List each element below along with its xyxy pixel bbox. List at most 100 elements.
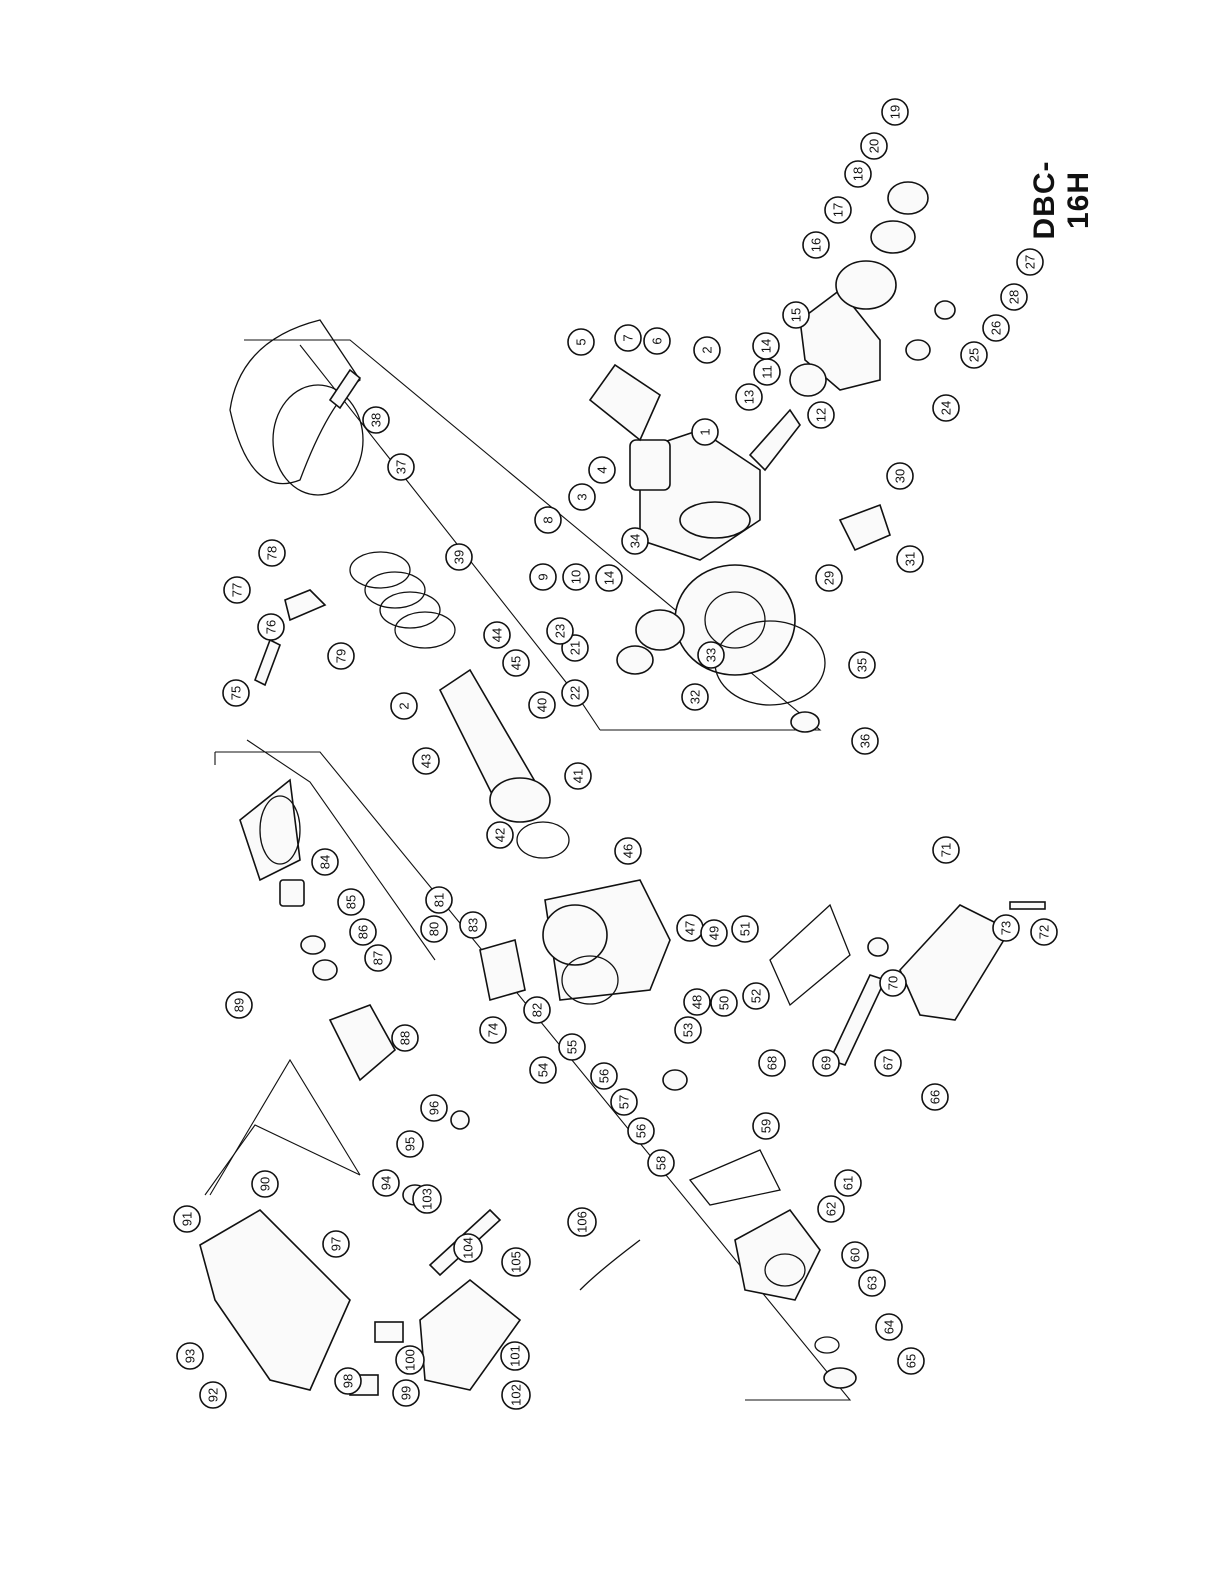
callout-76: 76 xyxy=(257,613,285,641)
callout-number: 67 xyxy=(881,1056,896,1070)
callout-68: 68 xyxy=(758,1049,786,1077)
callout-number: 47 xyxy=(683,921,698,935)
callout-1: 1 xyxy=(691,418,719,446)
callout-54: 54 xyxy=(529,1056,557,1084)
callout-2: 2 xyxy=(390,692,418,720)
callout-number: 65 xyxy=(904,1354,919,1368)
callout-71: 71 xyxy=(932,836,960,864)
callout-number: 37 xyxy=(394,460,409,474)
callout-number: 8 xyxy=(541,516,556,523)
part-86-bearing xyxy=(312,959,338,981)
part-36-ring xyxy=(790,711,820,733)
callout-80: 80 xyxy=(420,915,448,943)
callout-105: 105 xyxy=(501,1247,531,1277)
callout-41: 41 xyxy=(564,762,592,790)
callout-number: 43 xyxy=(419,754,434,768)
callout-number: 74 xyxy=(486,1023,501,1037)
part-25-bushing xyxy=(934,300,956,320)
callout-92: 92 xyxy=(199,1381,227,1409)
part-18-plate xyxy=(887,181,929,215)
part-armature xyxy=(239,778,305,907)
callout-22: 22 xyxy=(561,679,589,707)
callout-82: 82 xyxy=(523,996,551,1024)
callout-67: 67 xyxy=(874,1049,902,1077)
callout-number: 62 xyxy=(824,1202,839,1216)
callout-number: 24 xyxy=(939,401,954,415)
callout-49: 49 xyxy=(700,919,728,947)
callout-74: 74 xyxy=(479,1016,507,1044)
callout-number: 45 xyxy=(509,656,524,670)
callout-69: 69 xyxy=(812,1049,840,1077)
callout-number: 59 xyxy=(759,1119,774,1133)
callout-93: 93 xyxy=(176,1342,204,1370)
callout-18: 18 xyxy=(844,160,872,188)
callout-number: 56 xyxy=(634,1124,649,1138)
callout-87: 87 xyxy=(364,944,392,972)
part-88-field xyxy=(328,1004,397,1082)
callout-number: 41 xyxy=(571,769,586,783)
callout-number: 100 xyxy=(403,1349,418,1371)
callout-47: 47 xyxy=(676,914,704,942)
callout-14: 14 xyxy=(752,332,780,360)
callout-number: 72 xyxy=(1037,925,1052,939)
callout-number: 15 xyxy=(789,308,804,322)
callout-number: 46 xyxy=(621,844,636,858)
part-68-gasket xyxy=(769,903,851,1007)
callout-number: 50 xyxy=(717,996,732,1010)
callout-number: 66 xyxy=(928,1090,943,1104)
callout-number: 56 xyxy=(597,1069,612,1083)
part-14-bearing-lower xyxy=(635,609,685,651)
frame-gear-section xyxy=(244,339,822,731)
callout-number: 89 xyxy=(232,998,247,1012)
callout-number: 58 xyxy=(654,1156,669,1170)
callout-number: 73 xyxy=(999,921,1014,935)
callout-number: 28 xyxy=(1007,290,1022,304)
callout-25: 25 xyxy=(960,341,988,369)
callout-number: 31 xyxy=(903,552,918,566)
callout-30: 30 xyxy=(886,462,914,490)
frame-motor-section xyxy=(215,751,852,1401)
callout-number: 104 xyxy=(461,1237,476,1259)
callout-number: 29 xyxy=(822,571,837,585)
callout-61: 61 xyxy=(834,1169,862,1197)
callout-31: 31 xyxy=(896,545,924,573)
callout-52: 52 xyxy=(742,982,770,1010)
callout-75: 75 xyxy=(222,679,250,707)
part-tube-end xyxy=(489,777,551,823)
part-85-washer xyxy=(300,935,326,955)
callout-number: 25 xyxy=(967,348,982,362)
callout-number: 44 xyxy=(490,628,505,642)
callout-32: 32 xyxy=(681,683,709,711)
callout-50: 50 xyxy=(710,989,738,1017)
callout-number: 95 xyxy=(403,1137,418,1151)
callout-number: 96 xyxy=(427,1101,442,1115)
frame-housing xyxy=(209,1058,361,1196)
callout-106: 106 xyxy=(567,1207,597,1237)
part-17-ring xyxy=(870,220,916,254)
callout-number: 4 xyxy=(595,466,610,473)
callout-number: 55 xyxy=(565,1040,580,1054)
callout-number: 98 xyxy=(341,1374,356,1388)
callout-number: 90 xyxy=(258,1177,273,1191)
callout-35: 35 xyxy=(848,651,876,679)
callout-6: 6 xyxy=(643,327,671,355)
callout-48: 48 xyxy=(683,988,711,1016)
callout-103: 103 xyxy=(412,1184,442,1214)
callout-51: 51 xyxy=(731,915,759,943)
callout-66: 66 xyxy=(921,1083,949,1111)
frame-brush xyxy=(204,1124,361,1196)
callout-number: 78 xyxy=(265,546,280,560)
callout-58: 58 xyxy=(647,1149,675,1177)
callout-number: 49 xyxy=(707,926,722,940)
callout-number: 38 xyxy=(369,413,384,427)
callout-number: 2 xyxy=(397,702,412,709)
part-main-housing xyxy=(542,879,671,1005)
part-57-bearing xyxy=(662,1069,688,1091)
callout-number: 57 xyxy=(617,1095,632,1109)
callout-101: 101 xyxy=(500,1341,530,1371)
callout-56: 56 xyxy=(590,1062,618,1090)
callout-96: 96 xyxy=(420,1094,448,1122)
callout-16: 16 xyxy=(802,231,830,259)
